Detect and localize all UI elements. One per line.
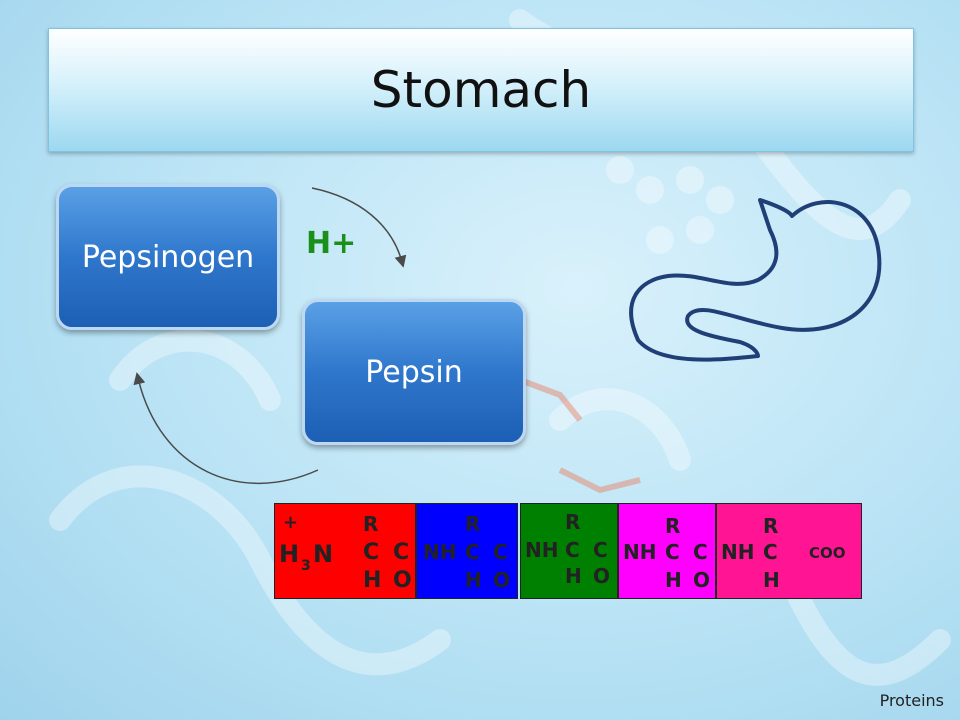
carboxylate-coo: COO [809,544,846,562]
residue-segment-3: R NH C C H O [520,503,618,599]
carbonyl-oxygen: O [693,568,711,592]
title-banner: Stomach [48,28,914,152]
alpha-hydrogen: H [665,568,682,592]
pepsin-node: Pepsin [302,299,526,445]
carbonyl-oxygen: O [493,568,511,592]
catalyst-label: H+ [306,226,357,261]
side-chain-r: R [465,512,481,536]
carbonyl-carbon: C [493,540,508,564]
carbonyl-carbon: C [593,538,608,562]
alpha-hydrogen: H [465,568,482,592]
residue-segment-4: R NH C C H O [618,503,716,599]
pepsinogen-node: Pepsinogen [56,184,280,330]
amide-nh: NH [623,540,657,564]
activation-arrow [311,187,407,268]
side-chain-r: R [665,514,681,538]
alpha-hydrogen: H [763,568,780,592]
alpha-hydrogen: H [565,564,582,588]
carbonyl-oxygen: O [393,568,412,593]
alpha-carbon: C [665,540,680,564]
amide-nh: NH [423,540,457,564]
peptide-chain: + R H 3 N C C H O R NH C C H O R NH C C … [274,503,864,599]
footer-label: Proteins [879,691,944,710]
side-chain-r: R [565,510,581,534]
amide-nh: NH [721,540,755,564]
charge-plus: + [283,512,299,533]
amino-n: N [313,540,334,568]
residue-segment-1: + R H 3 N C C H O [274,503,416,599]
residue-segment-5: R NH C COO H [716,503,862,599]
alpha-carbon: C [465,540,480,564]
side-chain-r: R [363,512,379,536]
side-chain-r: R [763,514,779,538]
alpha-carbon: C [763,540,778,564]
carbonyl-carbon: C [693,540,708,564]
autocatalysis-arrow [133,372,319,484]
pepsinogen-label: Pepsinogen [81,239,255,275]
alpha-carbon: C [363,540,380,565]
alpha-carbon: C [565,538,580,562]
alpha-hydrogen: H [363,568,382,593]
carbonyl-carbon: C [393,540,410,565]
residue-segment-2: R NH C C H O [416,503,518,599]
amino-sub3: 3 [301,558,311,574]
carbonyl-oxygen: O [593,564,611,588]
amide-nh: NH [525,538,559,562]
amino-h: H [279,540,300,568]
slide-title: Stomach [370,61,592,119]
pepsin-label: Pepsin [365,354,463,390]
